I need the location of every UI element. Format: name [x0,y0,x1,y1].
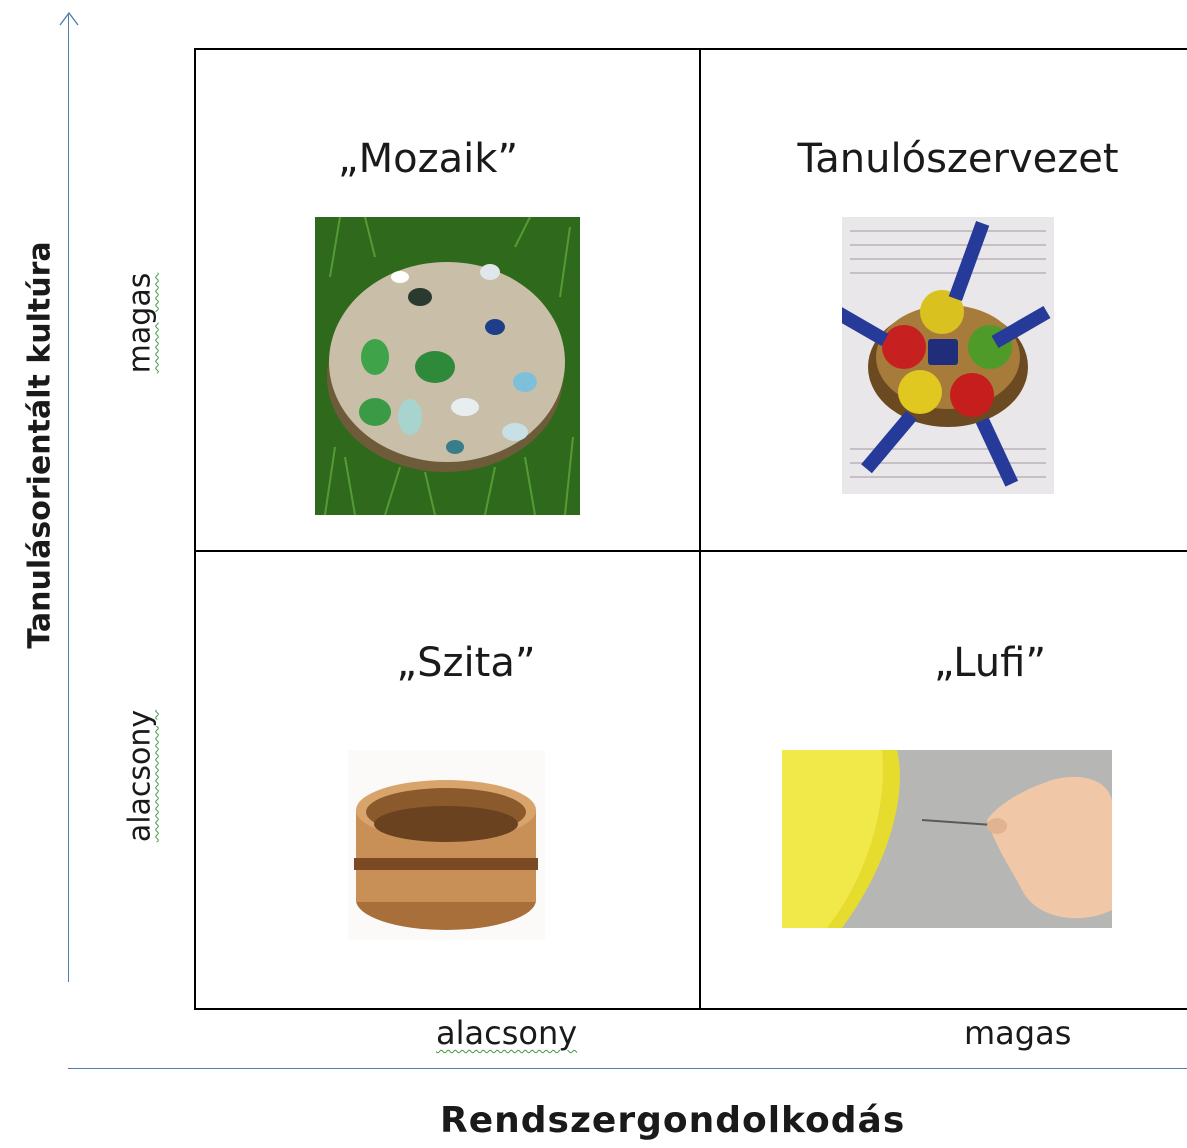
quadrant-title-tanuloszervezet: Tanulószervezet [797,136,1119,182]
y-axis-arrowhead [59,11,79,26]
x-tick-high: magas [964,1014,1072,1052]
y-tick-high: magas [122,272,158,374]
x-axis-label: Rendszergondolkodás [440,1100,906,1141]
x-tick-low: alacsony [436,1014,578,1052]
quadrant-title-szita: „Szita” [396,640,536,686]
y-tick-low: alacsony [122,709,158,843]
sieve-image [348,750,545,940]
grid-vertical-divider [699,48,701,1010]
quadrant-grid [194,48,1187,1010]
quadrant-title-lufi: „Lufi” [933,640,1047,686]
y-axis-line [68,14,69,982]
quadrant-title-mozaik: „Mozaik” [337,136,519,182]
balloon-needle-image [782,750,1112,928]
book-cover-image [842,217,1054,494]
x-axis-line [68,1068,1187,1069]
y-axis-label: Tanulásorientált kultúra [22,241,58,649]
mosaic-stone-image [315,217,580,515]
grid-horizontal-divider [194,550,1187,552]
